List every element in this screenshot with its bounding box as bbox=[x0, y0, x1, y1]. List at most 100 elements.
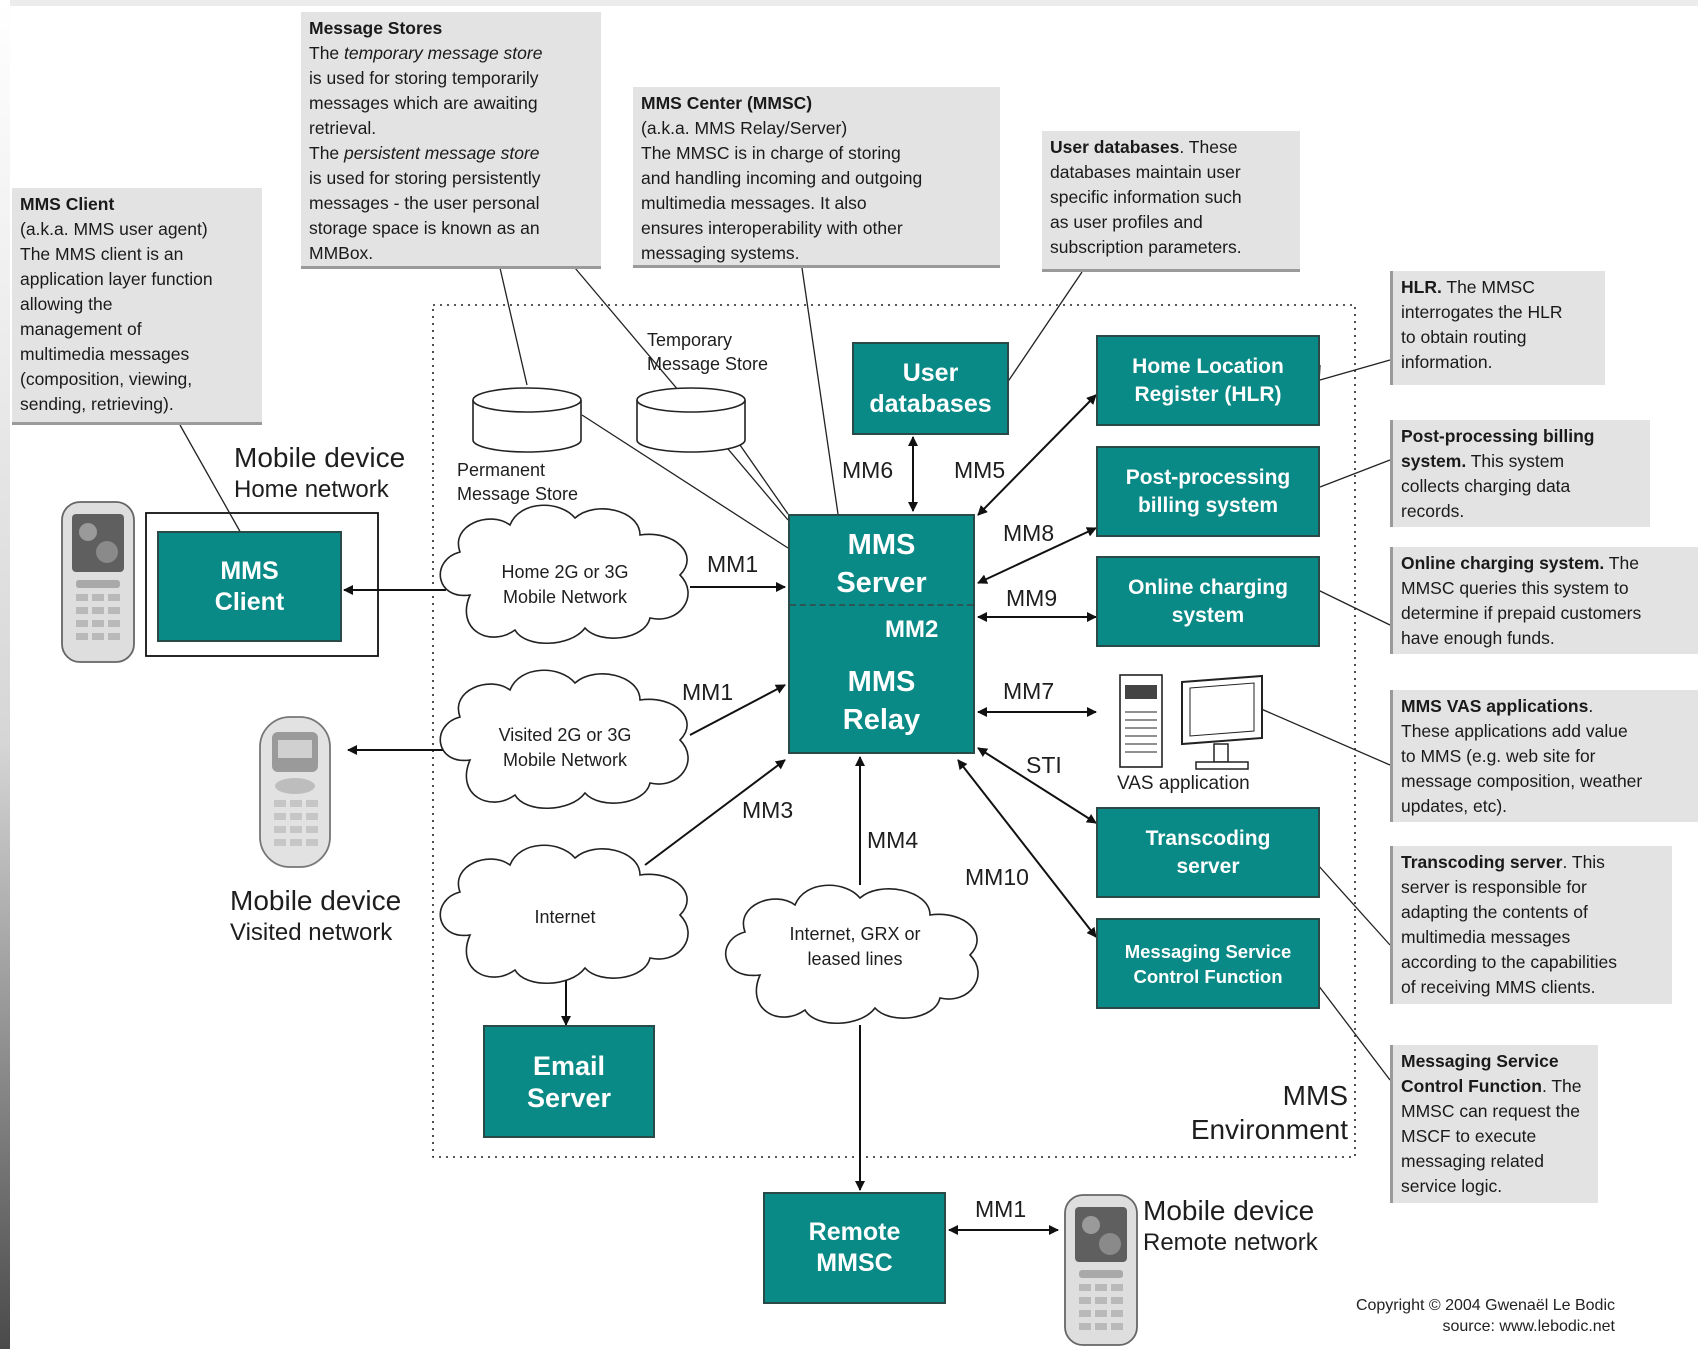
mm1-remote-label: MM1 bbox=[975, 1196, 1027, 1222]
device-label-subtitle: Home network bbox=[234, 476, 389, 503]
device-label-title: Mobile device bbox=[234, 442, 406, 473]
note-line: (a.k.a. MMS Relay/Server) bbox=[641, 118, 848, 138]
cloud-label-line: Mobile Network bbox=[502, 750, 628, 770]
box-label: Email bbox=[532, 1050, 606, 1081]
cloud-label-line: Internet, GRX or bbox=[789, 924, 921, 944]
user-databases-box: User databases bbox=[852, 342, 1009, 435]
top-border bbox=[0, 0, 1698, 6]
online-charging-box: Online charging system bbox=[1096, 556, 1320, 647]
note-line: messaging systems. bbox=[641, 243, 800, 263]
home-phone-icon bbox=[61, 501, 135, 663]
note-line: (composition, viewing, bbox=[20, 369, 193, 389]
visited-device-label: Mobile device Visited network bbox=[230, 884, 401, 948]
device-label-title: Mobile device bbox=[230, 885, 402, 916]
home-network-cloud-label: Home 2G or 3G Mobile Network bbox=[460, 560, 670, 610]
box-label: User bbox=[902, 358, 959, 387]
remote-mmsc-box: Remote MMSC bbox=[763, 1192, 946, 1304]
billing-box: Post-processing billing system bbox=[1096, 446, 1320, 537]
home-network-cloud bbox=[439, 504, 689, 645]
note-mmsc-title: MMS Center (MMSC) bbox=[641, 93, 813, 113]
mm8-label: MM8 bbox=[1003, 520, 1055, 546]
visited-phone-icon bbox=[259, 716, 331, 868]
mm9-label: MM9 bbox=[1006, 585, 1058, 611]
box-label: Server bbox=[836, 567, 927, 599]
cloud-label-line: Internet bbox=[534, 907, 596, 927]
box-label: Post-processing bbox=[1125, 465, 1291, 489]
store-label-line: Message Store bbox=[647, 354, 769, 374]
note-vas-body: MMS VAS applications.These applications … bbox=[1401, 696, 1643, 816]
mm3-label: MM3 bbox=[742, 797, 794, 823]
mm1-home-label: MM1 bbox=[707, 551, 759, 577]
mm2-label: MM2 bbox=[885, 616, 939, 643]
box-label: databases bbox=[869, 389, 992, 418]
note-mmsc: MMS Center (MMSC) (a.k.a. MMS Relay/Serv… bbox=[633, 87, 1000, 268]
environment-line: MMS bbox=[1282, 1080, 1348, 1111]
box-label: system bbox=[1171, 603, 1245, 627]
transcoding-box: Transcoding server bbox=[1096, 807, 1320, 898]
note-mms-client-title: MMS Client bbox=[20, 194, 115, 214]
note-line: multimedia messages bbox=[20, 344, 190, 364]
box-label: MMS bbox=[220, 556, 279, 585]
box-label: MMSC bbox=[816, 1249, 893, 1277]
home-device-frame bbox=[145, 512, 379, 657]
copyright-source: source: www.lebodic.net bbox=[1442, 1318, 1615, 1335]
remote-device-label: Mobile device Remote network bbox=[1143, 1194, 1318, 1258]
mm10-label: MM10 bbox=[965, 864, 1029, 890]
temporary-store-cylinder bbox=[636, 387, 746, 453]
mms-server-relay-box: MMS Server MMS Relay bbox=[788, 514, 975, 754]
mms-client-box: MMS Client bbox=[157, 531, 342, 642]
copyright-notice: Copyright © 2004 Gwenaël Le Bodic source… bbox=[1290, 1295, 1615, 1337]
box-label: Messaging Service bbox=[1124, 940, 1292, 962]
box-label: Home Location bbox=[1132, 354, 1284, 378]
environment-line: Environment bbox=[1190, 1114, 1348, 1145]
box-label: Control Function bbox=[1133, 965, 1283, 987]
note-line: management of bbox=[20, 319, 142, 339]
device-label-subtitle: Remote network bbox=[1143, 1229, 1318, 1256]
copyright-line: Copyright © 2004 Gwenaël Le Bodic bbox=[1355, 1297, 1615, 1314]
permanent-store-cylinder bbox=[472, 387, 582, 453]
box-label: MMS bbox=[847, 529, 916, 561]
note-mms-client: MMS Client (a.k.a. MMS user agent) The M… bbox=[12, 188, 262, 425]
mm5-label: MM5 bbox=[954, 457, 1006, 483]
email-server-box: Email Server bbox=[483, 1025, 655, 1138]
box-label: MMS bbox=[847, 666, 916, 698]
box-label: Server bbox=[526, 1082, 612, 1113]
temporary-store-label: Temporary Message Store bbox=[647, 328, 768, 376]
cloud-label-line: Mobile Network bbox=[502, 587, 628, 607]
server-relay-divider bbox=[790, 604, 973, 606]
note-line: (a.k.a. MMS user agent) bbox=[20, 219, 208, 239]
note-line: application layer function bbox=[20, 269, 213, 289]
box-label: Register (HLR) bbox=[1134, 382, 1282, 406]
note-line: The MMS client is an bbox=[20, 244, 184, 264]
note-line: The MMSC is in charge of storing bbox=[641, 143, 901, 163]
mm4-label: MM4 bbox=[867, 827, 919, 853]
internet-cloud bbox=[439, 844, 689, 985]
note-vas: MMS VAS applications.These applications … bbox=[1390, 690, 1698, 822]
visited-network-cloud bbox=[439, 669, 689, 810]
note-message-stores-title: Message Stores bbox=[309, 18, 443, 38]
mms-environment-boundary bbox=[432, 304, 1356, 1158]
note-message-stores: Message Stores The temporary message sto… bbox=[301, 12, 601, 269]
cloud-shapes bbox=[439, 504, 979, 1025]
vas-application-label: VAS application bbox=[1117, 773, 1250, 794]
permanent-store-label: Permanent Message Store bbox=[457, 458, 578, 506]
box-label: Client bbox=[214, 587, 285, 616]
box-label: billing system bbox=[1137, 493, 1279, 517]
left-edge-shade bbox=[0, 0, 10, 1349]
cloud-label-line: Visited 2G or 3G bbox=[498, 725, 632, 745]
grx-cloud-label: Internet, GRX or leased lines bbox=[750, 922, 960, 972]
box-label: Transcoding bbox=[1145, 826, 1271, 850]
cloud-label-line: leased lines bbox=[807, 949, 903, 969]
grx-cloud bbox=[724, 884, 979, 1025]
store-label-line: Temporary bbox=[647, 330, 733, 350]
